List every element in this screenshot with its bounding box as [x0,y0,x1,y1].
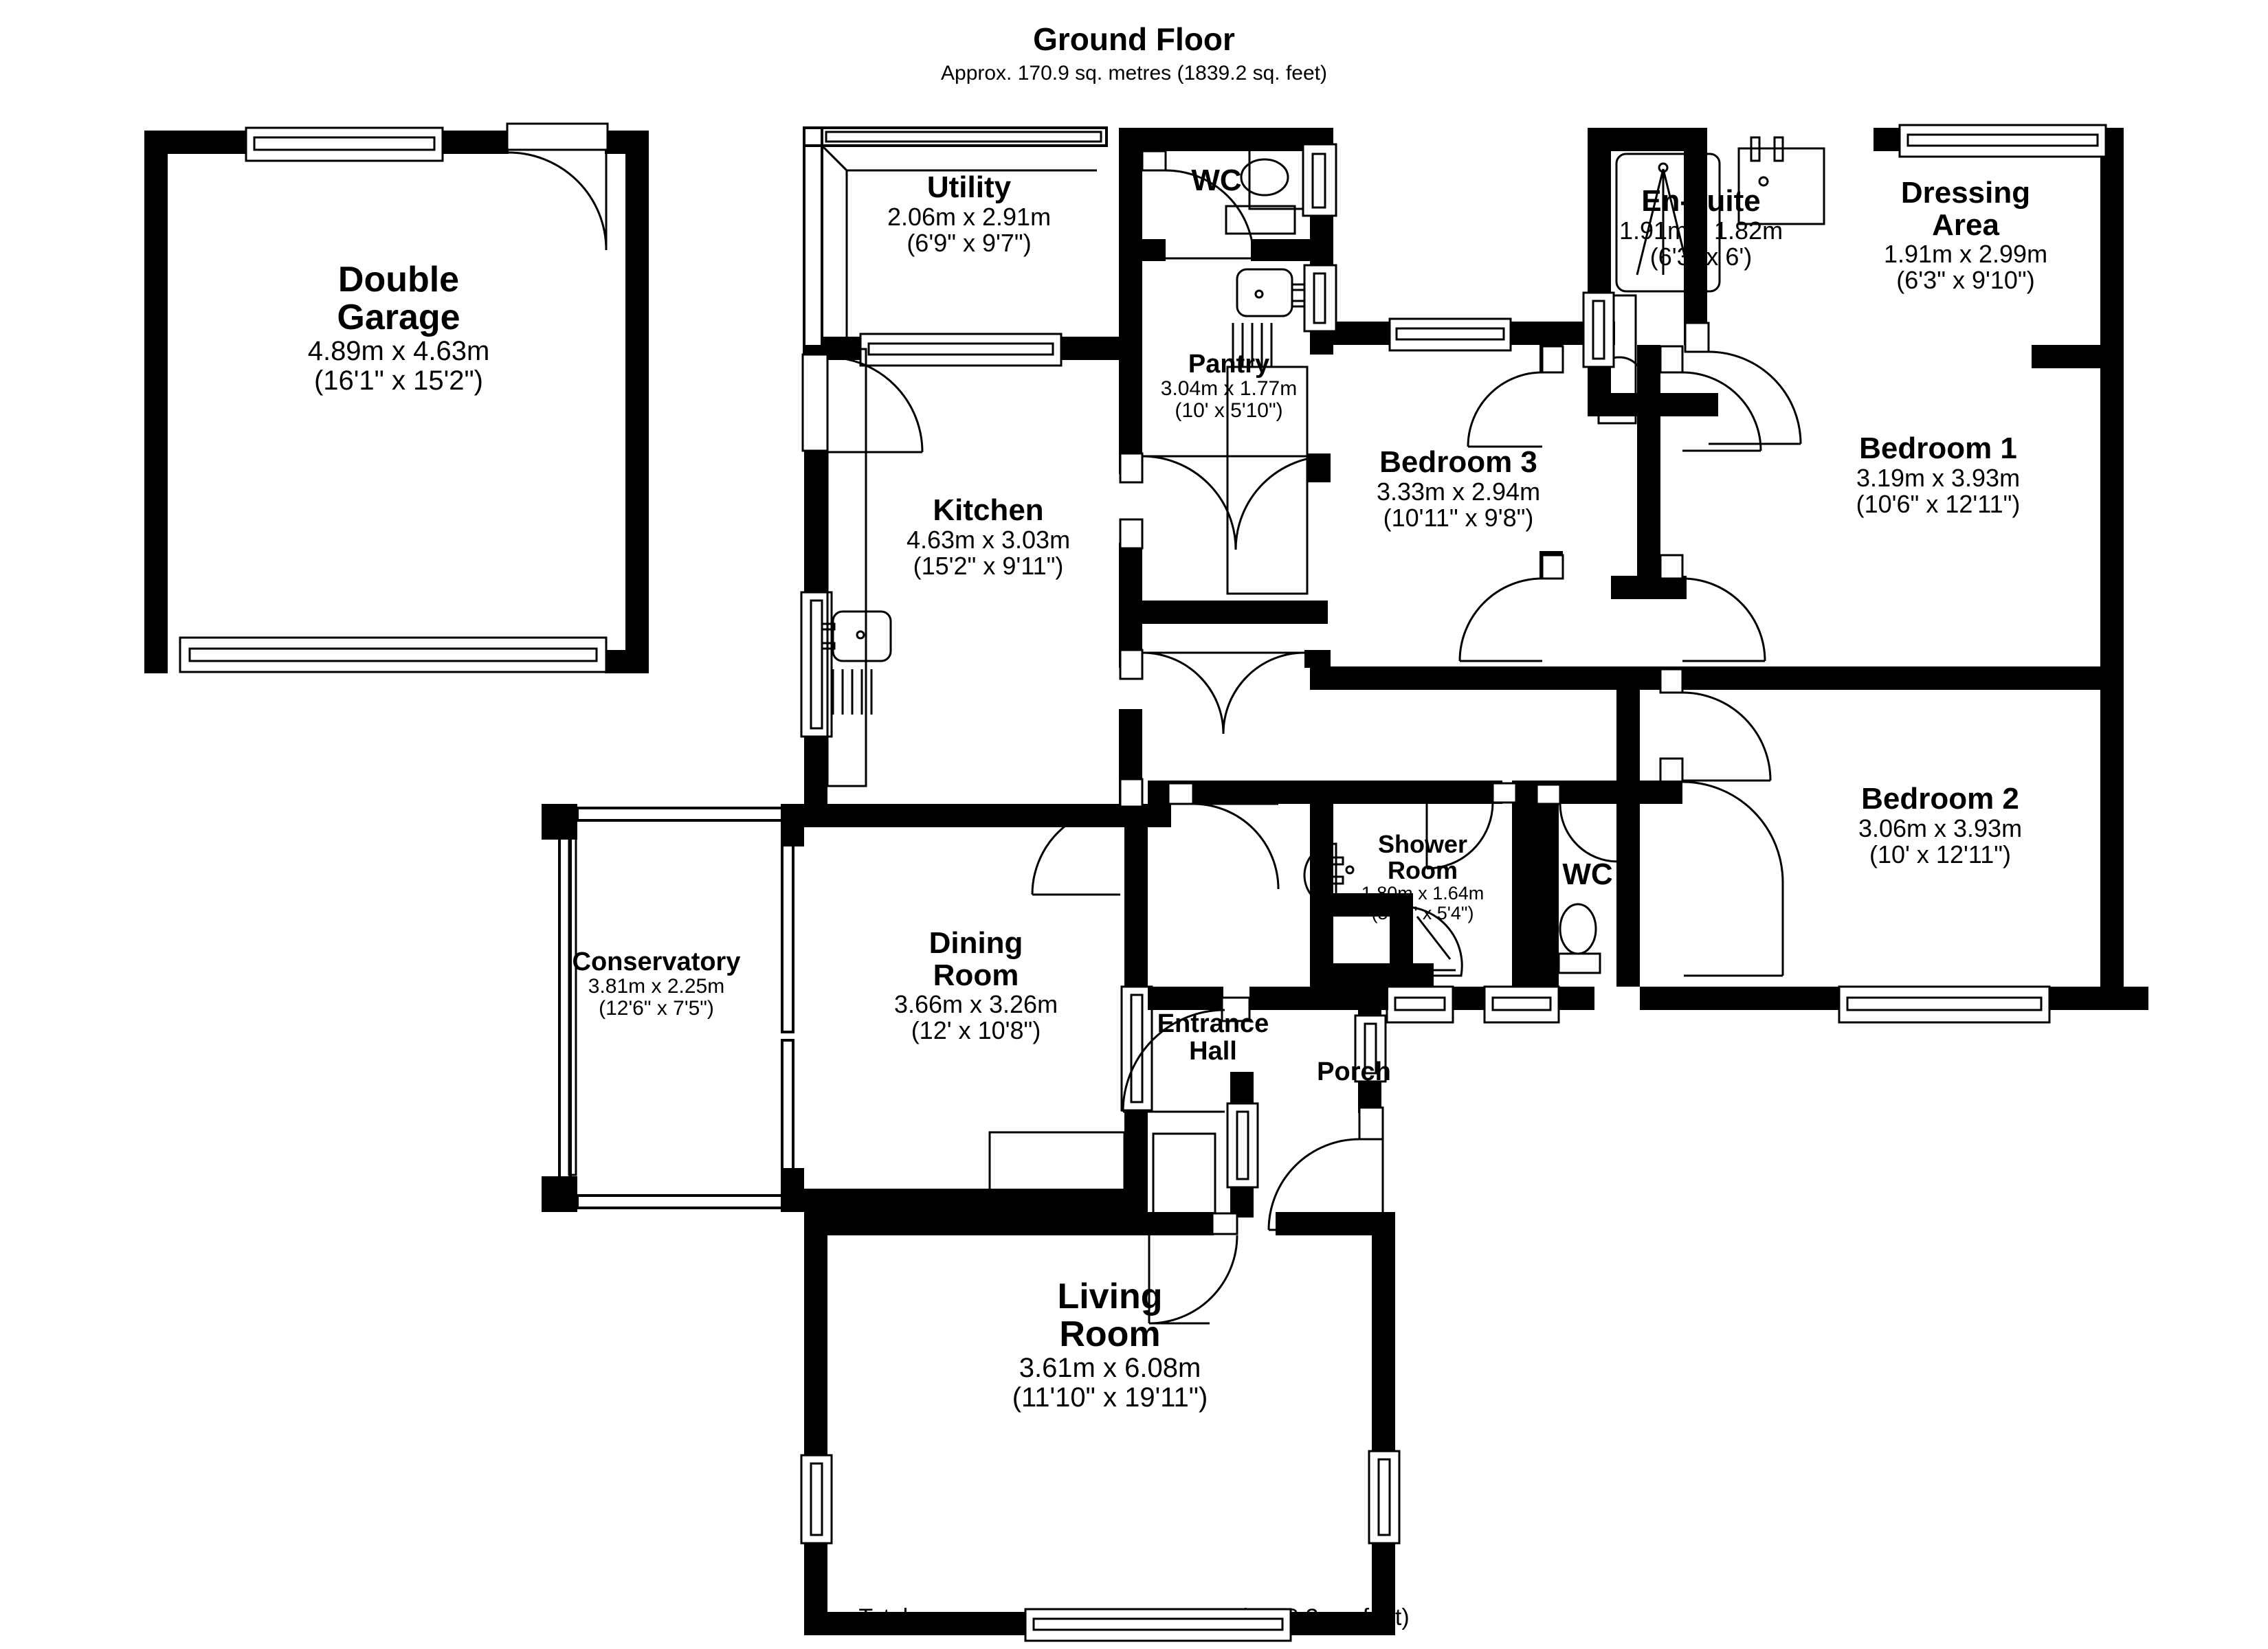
room-label-living-room: Living Room 3.61m x 6.08m (11'10" x 19'1… [1012,1277,1208,1413]
room-label-dining-room: Dining Room 3.66m x 3.26m (12' x 10'8") [893,926,1058,1045]
room-label-pantry: Pantry 3.04m x 1.77m (10' x 5'10") [1160,350,1298,423]
house-outer-walls [542,124,2148,1642]
room-label-entrance-hall: Entrance Hall [1157,1009,1269,1066]
room-label-shower-room: Shower Room 1.80m x 1.64m (5'11" x 5'4") [1361,830,1485,923]
room-label-double-garage: Double Garage 4.89m x 4.63m (16'1" x 15'… [307,260,490,396]
page-subtitle: Approx. 170.9 sq. metres (1839.2 sq. fee… [941,62,1327,85]
room-label-utility: Utility 2.06m x 2.91m (6'9" x 9'7") [887,170,1052,257]
room-label-kitchen: Kitchen 4.63m x 3.03m (15'2" x 9'11") [906,493,1071,580]
room-label-dressing-area: Dressing Area 1.91m x 2.99m (6'3" x 9'10… [1883,176,2048,295]
room-label-en-suite: En-suite 1.91m x 1.82m (6'3" x 6') [1619,184,1783,271]
room-label-bedroom-2: Bedroom 2 3.06m x 3.93m (10' x 12'11") [1858,782,2023,868]
page-title: Ground Floor [1033,21,1235,57]
room-label-bedroom-3: Bedroom 3 3.33m x 2.94m (10'11" x 9'8") [1376,445,1541,532]
room-label-bedroom-1: Bedroom 1 3.19m x 3.93m (10'6" x 12'11") [1856,431,2021,518]
room-label-wc-hall: WC [1562,857,1613,891]
garage-structure [144,122,649,673]
room-label-conservatory: Conservatory 3.81m x 2.25m (12'6" x 7'5"… [572,947,741,1020]
room-label-porch: Porch [1317,1057,1391,1086]
room-label-wc-top: WC [1191,164,1242,197]
